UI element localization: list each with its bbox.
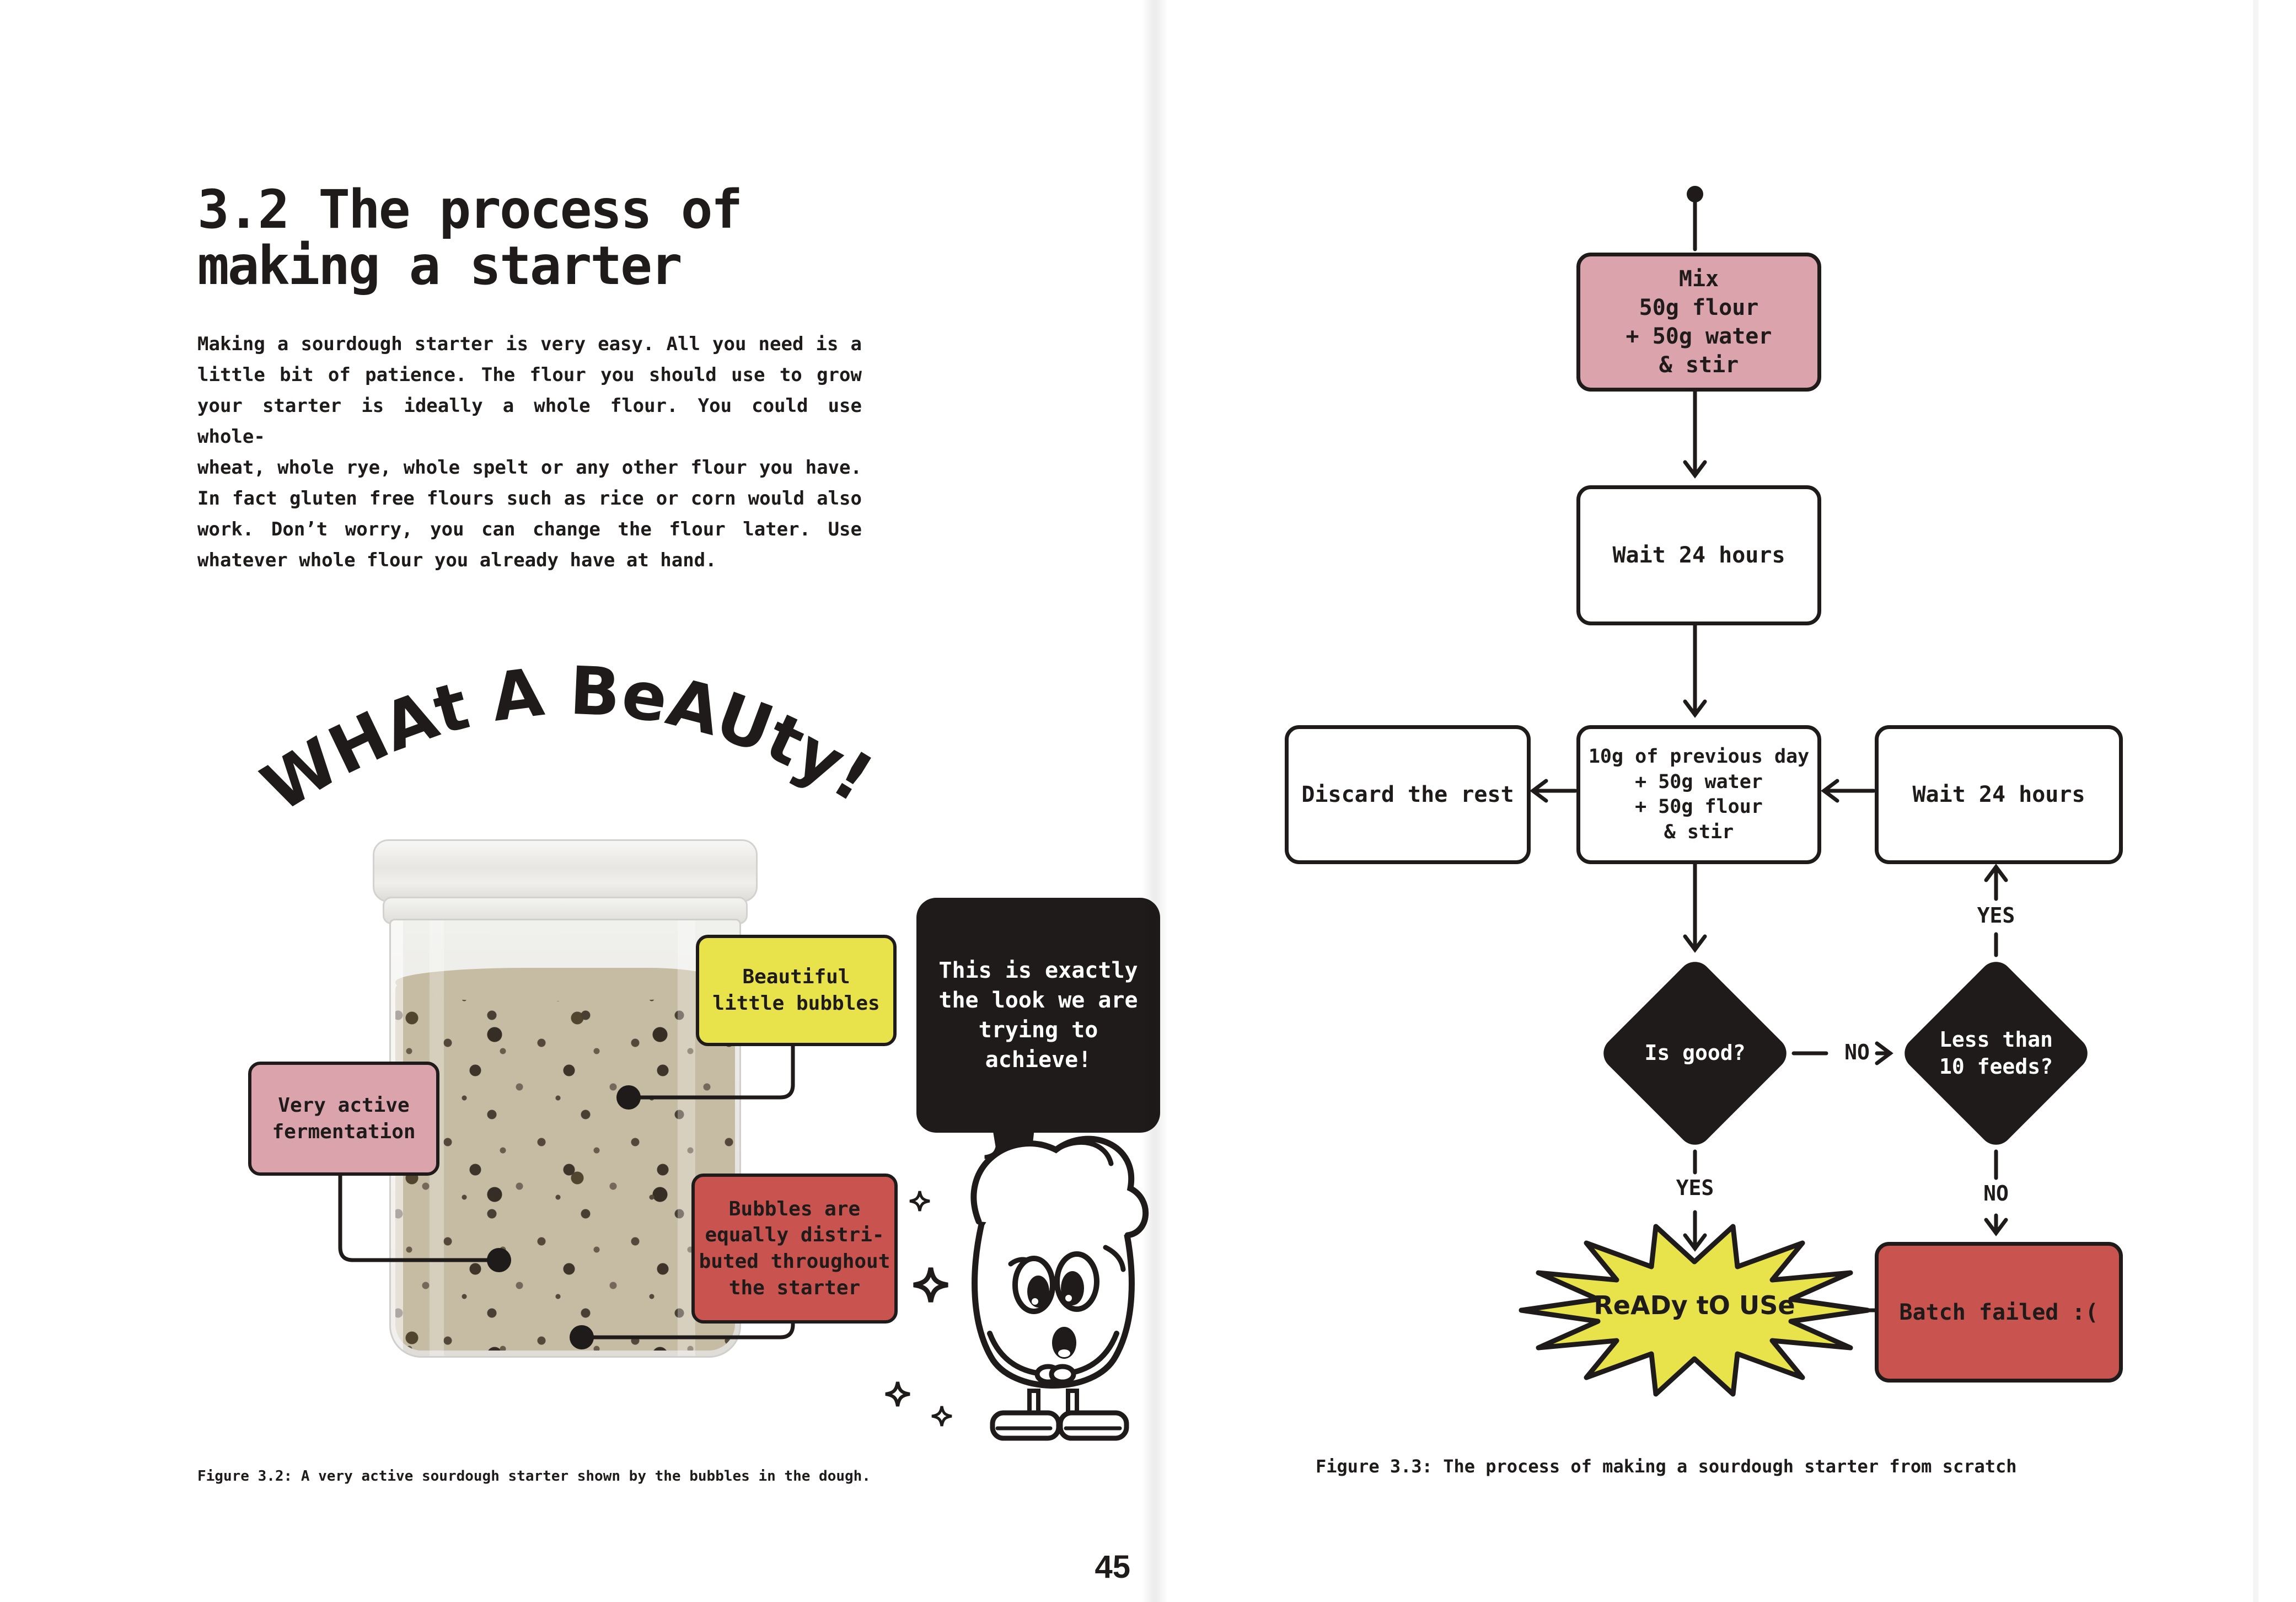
body-line: In fact gluten free flours such as rice …: [197, 487, 862, 510]
node-wait-24-hours-1: Wait 24 hours: [1576, 485, 1821, 625]
section-title: 3.2 The process of making a starter: [197, 179, 743, 297]
node-batch-failed: Batch failed :(: [1875, 1242, 2123, 1383]
speech-bubble-text: This is exactly the look we are trying t…: [938, 958, 1138, 1073]
body-line: little bit of patience. The flour you sh…: [197, 364, 862, 386]
body-line: your starter is ideally a whole flour. Y…: [197, 395, 862, 448]
annotation-beautiful-little-bubbles: Beautiful little bubbles: [696, 935, 897, 1046]
body-line: whatever whole flour you already have at…: [197, 549, 717, 571]
page-edge: [2253, 0, 2259, 1602]
sparkle-icon: [886, 1382, 910, 1406]
connector-yellow: [626, 1036, 795, 1100]
page-number: 45: [1095, 1549, 1130, 1585]
ready-to-use-label: ReADy tO USe: [1594, 1290, 1795, 1320]
sparkle-icon: [914, 1268, 948, 1302]
node-label: 10g of previous day + 50g water + 50g fl…: [1588, 746, 1810, 843]
connector-red: [580, 1314, 795, 1340]
edge-label-yes: YES: [1676, 1176, 1714, 1200]
sparkle-icon: [932, 1406, 952, 1426]
flowchart-edges: [1530, 200, 2008, 1312]
connector-dot: [487, 1248, 511, 1272]
arc-headline: WHAt A BeAUty!: [250, 653, 886, 827]
body-line: wheat, whole rye, whole spelt or any oth…: [197, 457, 862, 479]
node-feed-starter: 10g of previous day + 50g water + 50g fl…: [1576, 725, 1821, 864]
figure-caption-3-2: Figure 3.2: A very active sourdough star…: [197, 1468, 871, 1485]
edge-label-no: NO: [1983, 1181, 2009, 1205]
node-mix: Mix 50g flour + 50g water & stir: [1576, 253, 1821, 392]
connector-dot: [570, 1325, 594, 1349]
speech-bubble: This is exactly the look we are trying t…: [916, 898, 1160, 1133]
node-discard-the-rest: Discard the rest: [1285, 725, 1531, 864]
sparkle-icon: [910, 1191, 930, 1211]
body-paragraph: Making a sourdough starter is very easy.…: [197, 329, 862, 576]
body-line: work. Don’t worry, you can change the fl…: [197, 518, 862, 540]
decision-label: Less than 10 feeds?: [1939, 1027, 2053, 1079]
decision-label: Is good?: [1644, 1041, 1746, 1065]
annotation-bubbles-distributed: Bubbles are equally distri- buted throug…: [691, 1174, 898, 1324]
page-gutter: [1141, 0, 1168, 1602]
decision-is-good: Is good?: [1596, 955, 1794, 1152]
annotation-label: Very active fermentation: [272, 1094, 416, 1143]
annotation-label: Beautiful little bubbles: [712, 966, 880, 1015]
node-label: Discard the rest: [1301, 782, 1514, 807]
annotation-label: Bubbles are equally distri- buted throug…: [699, 1197, 890, 1299]
ready-starburst: [1519, 1224, 1870, 1397]
node-label: Wait 24 hours: [1612, 543, 1785, 568]
node-wait-24-hours-2: Wait 24 hours: [1875, 725, 2123, 864]
mascot-icon: [970, 1135, 1149, 1441]
flowchart-start-dot: [1687, 186, 1703, 202]
figure-caption-3-3: Figure 3.3: The process of making a sour…: [1316, 1456, 2017, 1477]
annotation-very-active-fermentation: Very active fermentation: [248, 1062, 439, 1176]
edge-label-no: NO: [1844, 1040, 1870, 1064]
node-label: Wait 24 hours: [1912, 782, 2085, 807]
connector-pink: [338, 1166, 501, 1262]
node-label: Batch failed :(: [1899, 1299, 2099, 1325]
jar-rim: [373, 839, 758, 902]
node-label: Mix 50g flour + 50g water & stir: [1626, 266, 1772, 378]
connector-dot: [616, 1085, 641, 1110]
decision-less-than-10-feeds: Less than 10 feeds?: [1897, 955, 2095, 1152]
body-line: Making a sourdough starter is very easy.…: [197, 333, 862, 355]
edge-label-yes: YES: [1977, 903, 2015, 928]
